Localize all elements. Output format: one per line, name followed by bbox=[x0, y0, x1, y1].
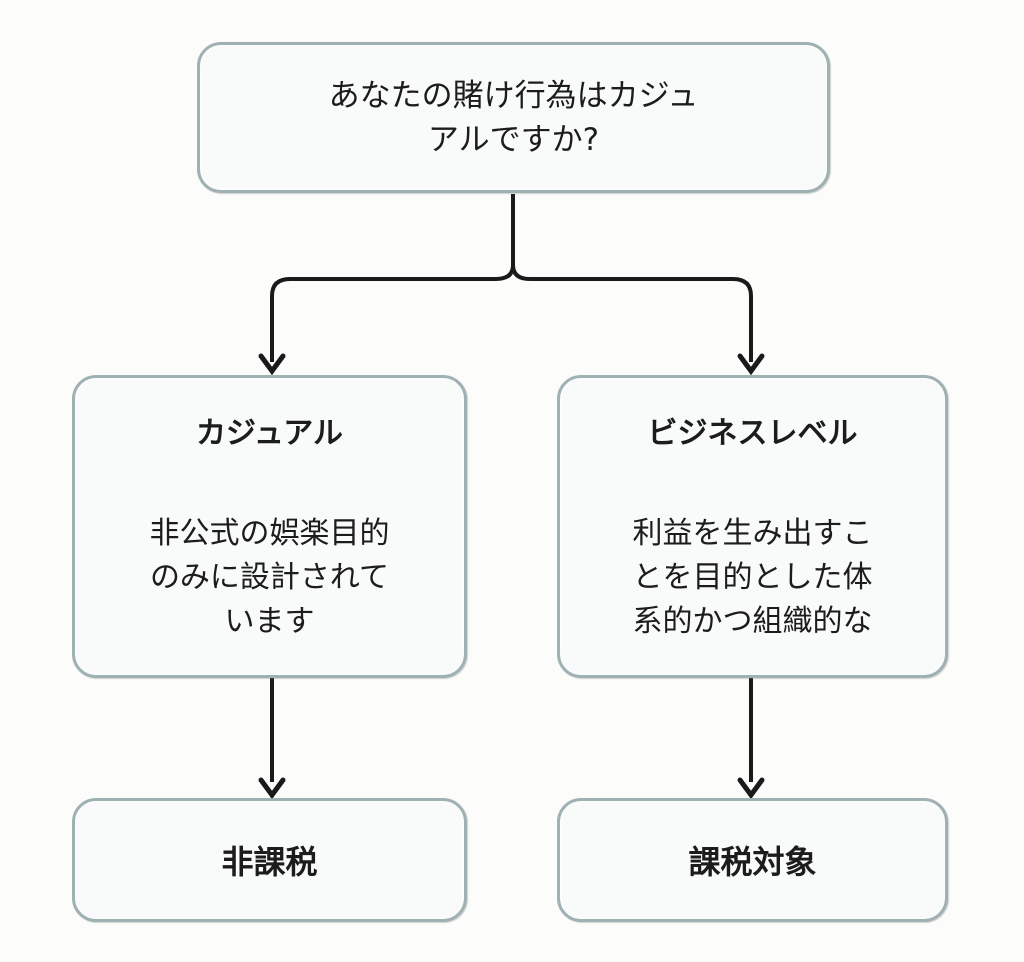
fork-connector bbox=[270, 194, 753, 362]
root-question-node: あなたの賭け行為はカジュアルですか? bbox=[197, 42, 830, 193]
root-question-text: あなたの賭け行為はカジュアルですか? bbox=[328, 77, 699, 158]
arrowhead-to-taxable bbox=[737, 777, 765, 800]
outcome-arrowheads bbox=[258, 777, 765, 800]
casual-branch-node: カジュアル 非公式の娯楽目的のみに設計されています bbox=[72, 375, 467, 678]
casual-branch-description: 非公式の娯楽目的のみに設計されています bbox=[149, 516, 390, 639]
outcome-connectors bbox=[270, 678, 753, 782]
taxable-outcome-text: 課税対象 bbox=[688, 843, 817, 881]
arrowhead-to-exempt bbox=[258, 777, 286, 800]
taxable-outcome-node: 課税対象 bbox=[557, 798, 948, 922]
exempt-outcome-node: 非課税 bbox=[72, 798, 467, 922]
business-branch-title: ビジネスレベル bbox=[647, 416, 858, 451]
fork-arrowheads bbox=[258, 353, 765, 376]
casual-branch-title: カジュアル bbox=[196, 416, 343, 451]
arrowhead-to-casual bbox=[258, 353, 286, 376]
exempt-outcome-text: 非課税 bbox=[221, 843, 318, 881]
business-branch-node: ビジネスレベル 利益を生み出すことを目的とした体系的かつ組織的な bbox=[557, 375, 948, 678]
arrowhead-to-business bbox=[737, 353, 765, 376]
business-branch-description: 利益を生み出すことを目的とした体系的かつ組織的な bbox=[632, 516, 873, 639]
